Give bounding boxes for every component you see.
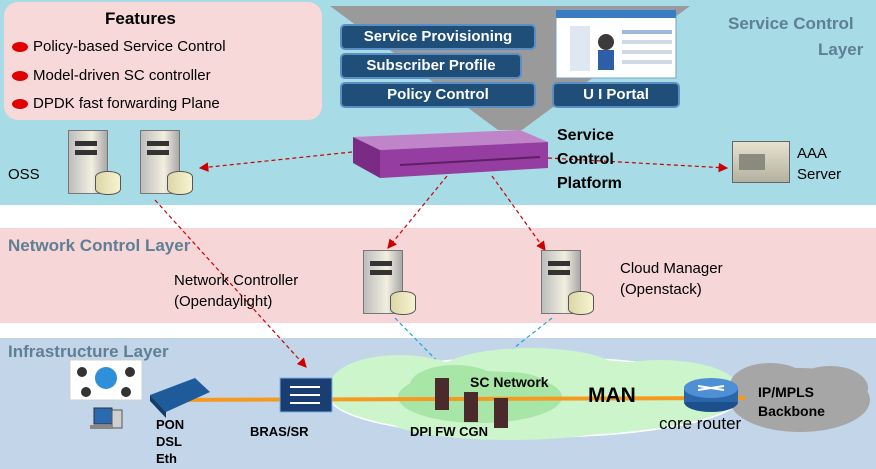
bullet-icon <box>12 99 28 110</box>
link-platform-cm <box>491 175 546 251</box>
feature-text: Policy-based Service Control <box>33 38 226 55</box>
feature-text: DPDK fast forwarding Plane <box>33 95 220 112</box>
access-line <box>159 396 746 402</box>
feature-item: Model-driven SC controller <box>12 67 211 84</box>
scp-label-line2: Control <box>557 151 614 168</box>
network-controller-server-icon <box>363 250 416 315</box>
database-icon <box>167 171 193 195</box>
aaa-label-line2: Server <box>797 166 842 183</box>
man-label: MAN <box>588 384 636 407</box>
cloud-manager-server-icon <box>541 250 594 315</box>
core-router-label: core router <box>659 414 742 433</box>
database-icon <box>568 291 594 315</box>
feature-item: DPDK fast forwarding Plane <box>12 95 220 112</box>
bullet-icon <box>12 42 28 53</box>
cm-label-line1: Cloud Manager <box>620 260 723 277</box>
nc-label-line1: Network Controller <box>174 272 299 289</box>
workstation-icon <box>90 407 123 429</box>
oss-server-icon-2 <box>140 130 193 195</box>
network-layer-band <box>0 228 876 323</box>
service-control-platform-device <box>353 130 548 178</box>
bras-label: BRAS/SR <box>250 424 309 439</box>
ui-portal-screenshot <box>555 9 677 79</box>
service-layer-title-line1: Service Control <box>728 14 854 33</box>
cloud-manager-label: Cloud Manager (Openstack) <box>620 258 723 300</box>
policy-control-button[interactable]: Policy Control <box>340 82 536 108</box>
core-router-icon <box>684 378 738 412</box>
features-box <box>4 2 322 120</box>
subscriber-profile-button[interactable]: Subscriber Profile <box>340 53 522 79</box>
dpi-label: DPI FW CGN <box>410 424 488 439</box>
service-layer-title-line2: Layer <box>818 40 864 59</box>
network-controller-label: Network Controller (Opendaylight) <box>174 270 298 312</box>
scp-label-line3: Platform <box>557 175 622 192</box>
oss-server-icon-1 <box>68 130 121 195</box>
aaa-label: AAA Server <box>797 143 841 185</box>
pon-label: PON <box>156 417 185 432</box>
feature-text: Model-driven SC controller <box>33 67 211 84</box>
bullet-icon <box>12 71 28 82</box>
nc-label-line2: (Opendaylight) <box>174 293 273 310</box>
aaa-label-line1: AAA <box>797 145 828 162</box>
scp-label-line1: Service <box>557 127 614 144</box>
scp-label: Service Control Platform <box>557 124 622 196</box>
users-icon <box>69 359 143 401</box>
eth-label: Eth <box>156 451 177 466</box>
feature-item: Policy-based Service Control <box>12 38 226 55</box>
ip-label-line1: IP/MPLS <box>758 384 815 400</box>
pon-device-icon <box>150 378 210 418</box>
ip-mpls-label: IP/MPLS Backbone <box>758 383 825 421</box>
access-types-label: PON DSL Eth <box>156 416 184 467</box>
link-platform-nc <box>387 175 448 249</box>
dpi-racks-icon <box>435 378 508 428</box>
link-platform-aaa <box>547 157 729 173</box>
cm-label-line2: (Openstack) <box>620 281 702 298</box>
dsl-label: DSL <box>156 434 182 449</box>
database-icon <box>95 171 121 195</box>
network-layer-title: Network Control Layer <box>8 236 191 255</box>
link-oss-bras <box>154 199 307 368</box>
aaa-server-icon <box>732 141 790 183</box>
link-nc-scnetwork <box>394 317 447 371</box>
service-provisioning-button[interactable]: Service Provisioning <box>340 24 536 50</box>
features-title: Features <box>105 9 176 28</box>
oss-label: OSS <box>8 166 40 183</box>
bras-device-icon <box>279 377 333 413</box>
sc-network-label: SC Network <box>470 374 549 390</box>
database-icon <box>390 291 416 315</box>
ip-mpls-cloud <box>730 363 870 432</box>
infra-layer-title: Infrastructure Layer <box>8 342 169 361</box>
ui-portal-button[interactable]: U I Portal <box>552 82 680 108</box>
link-platform-oss <box>198 151 353 172</box>
ip-label-line2: Backbone <box>758 403 825 419</box>
